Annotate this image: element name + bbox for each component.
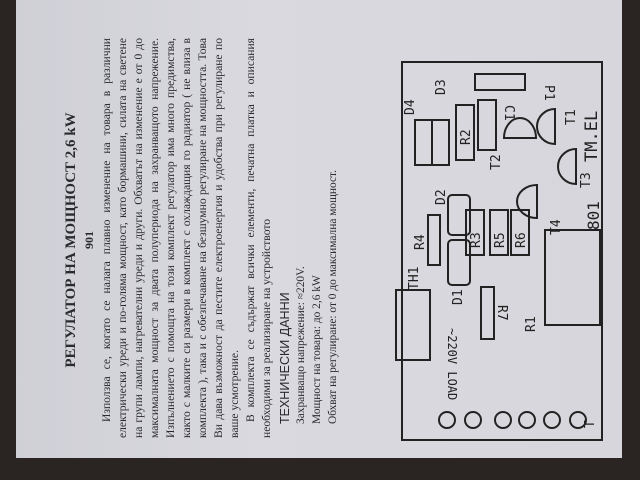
label-r3: R3 [469,232,484,248]
r5-component [489,209,509,256]
r6-component [510,209,530,256]
label-r2: R2 [459,129,474,145]
p1-component [474,73,526,91]
label-r5: R5 [493,232,508,248]
label-d3: D3 [434,79,449,95]
paper-sheet [16,0,622,458]
label-t2: T2 [489,154,504,170]
t1-component [536,107,556,146]
d2-component [447,194,471,236]
terminal-pads [438,411,587,429]
label-t3: T3 [579,172,594,188]
label-r7: R7 [494,305,509,321]
label-th1: TH1 [407,267,422,290]
th1-component [395,289,431,361]
label-t1: T1 [564,109,579,125]
label-board-code: 801 [584,201,603,230]
t4-component [516,183,538,220]
r4-component [427,214,441,266]
r2-component [455,104,475,161]
label-d1: D1 [451,289,466,305]
label-d2: D2 [434,189,449,205]
t2-component [502,117,538,139]
label-r1: R1 [524,316,539,332]
label-t: T [583,420,598,428]
label-brand: TM.EL [582,111,602,162]
triac-block [544,229,601,326]
label-t4: T4 [549,219,564,235]
pcb-outline [401,61,603,441]
r7-component [480,286,495,340]
label-c1: C1 [501,105,516,121]
label-d4: D4 [403,99,418,115]
label-p1: P1 [541,85,556,101]
c1-component [477,99,497,151]
label-load: ~220V LOAD [445,328,459,400]
r3-component [465,209,485,256]
d1-component [447,239,471,286]
label-r4: R4 [413,234,428,250]
t3-component [557,147,577,186]
label-r6: R6 [514,232,529,248]
